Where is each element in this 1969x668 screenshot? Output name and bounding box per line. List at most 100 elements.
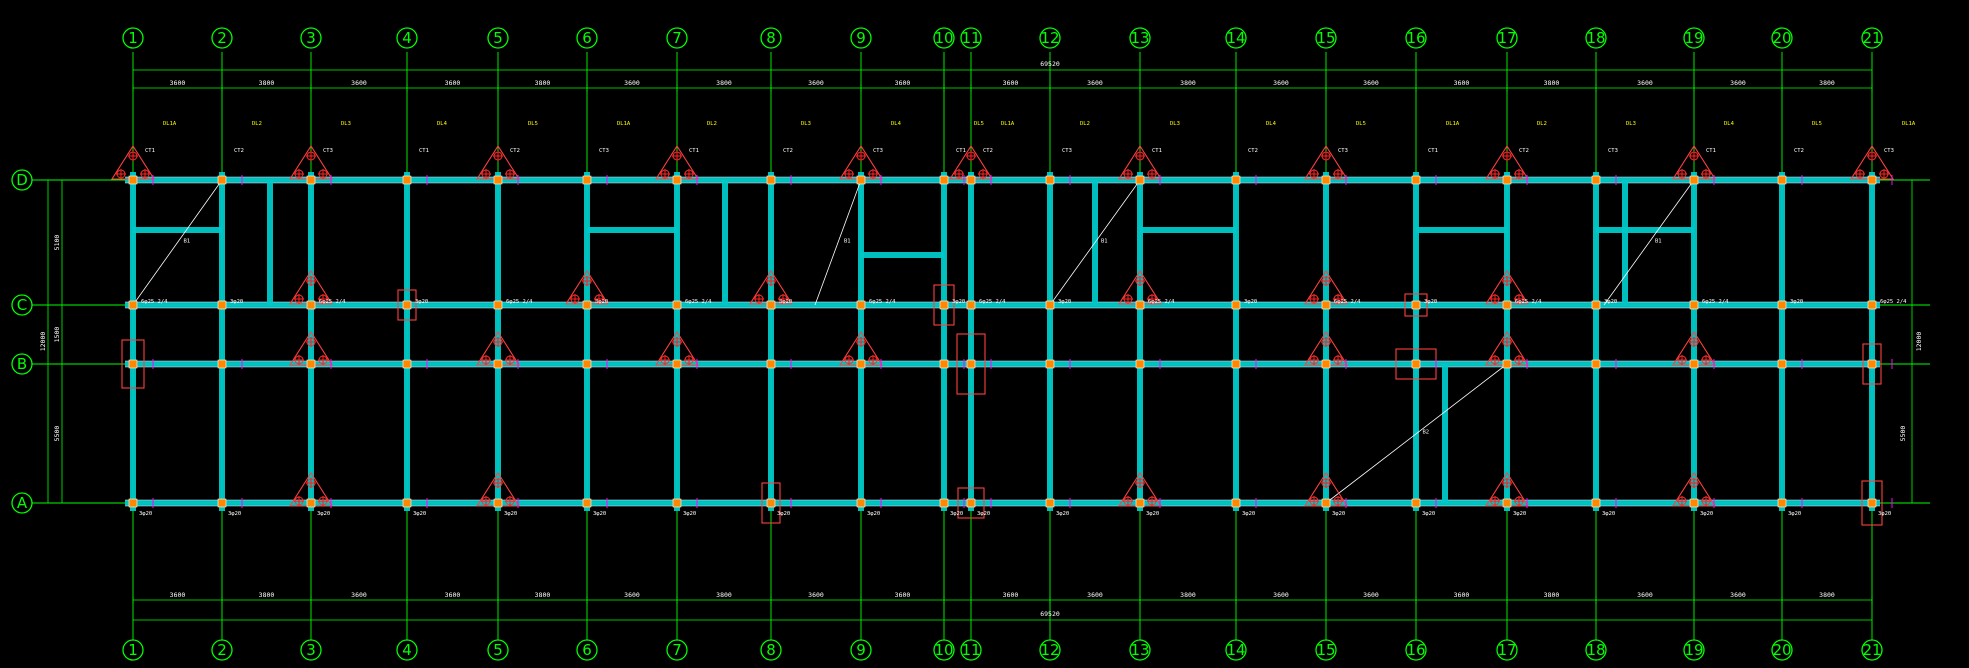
axis-label-19: 19 — [1684, 29, 1703, 47]
axis-bubble-15-top — [1315, 27, 1337, 49]
axis-bubble-18-top — [1585, 27, 1607, 49]
column-10D — [939, 175, 949, 185]
column-9C — [856, 300, 866, 310]
rebar-note: 3φ20 — [228, 511, 241, 517]
column-7D — [672, 175, 682, 185]
axis-label-11: 11 — [961, 641, 980, 659]
bottom-dim-value: 3800 — [1180, 591, 1196, 599]
top-dim-value: 3800 — [1544, 79, 1560, 87]
rebar-note: 3φ20 — [1424, 299, 1437, 305]
column-18C — [1591, 300, 1601, 310]
axis-label-2: 2 — [217, 29, 227, 47]
axis-label-6: 6 — [582, 641, 592, 659]
rebar-note: 3φ20 — [1244, 299, 1257, 305]
axis-bubble-9-top — [850, 27, 872, 49]
top-dim-value: 3800 — [716, 79, 732, 87]
bottom-dim-value: 3600 — [1637, 591, 1653, 599]
cap-label: CT3 — [1884, 148, 1894, 154]
column-8B — [766, 359, 776, 369]
span-diagonal — [814, 179, 862, 306]
column-2B — [217, 359, 227, 369]
bottom-dim-value: 3800 — [259, 591, 275, 599]
cap-label: CT1 — [1152, 148, 1162, 154]
left-dim-value: 5100 — [53, 235, 61, 251]
beam-note: DL5 — [528, 121, 538, 127]
column-4C — [402, 300, 412, 310]
column-13D — [1135, 175, 1145, 185]
column-10B — [939, 359, 949, 369]
column-11B — [966, 359, 976, 369]
bottom-dim-value: 3800 — [535, 591, 551, 599]
axis-bubble-B — [11, 353, 33, 375]
axis-bubble-12-top — [1039, 27, 1061, 49]
column-9D — [856, 175, 866, 185]
axis-bubble-16-top — [1405, 27, 1427, 49]
column-13B — [1135, 359, 1145, 369]
column-10A — [939, 498, 949, 508]
beam-note: DL5 — [1356, 121, 1366, 127]
axis-label-12: 12 — [1040, 641, 1059, 659]
axis-label-B: B — [17, 355, 27, 373]
axis-bubble-12-bottom — [1039, 639, 1061, 661]
column-3D — [306, 175, 316, 185]
axis-bubble-D — [11, 169, 33, 191]
column-16C — [1411, 300, 1421, 310]
axis-label-19: 19 — [1684, 641, 1703, 659]
axis-label-9: 9 — [856, 641, 866, 659]
column-17A — [1502, 498, 1512, 508]
axis-bubble-2-top — [211, 27, 233, 49]
axis-label-1: 1 — [128, 641, 138, 659]
cap-label: CT3 — [1062, 148, 1072, 154]
rebar-note: 3φ20 — [1422, 511, 1435, 517]
cap-label: CT1 — [145, 148, 155, 154]
beam-note: DL2 — [1537, 121, 1547, 127]
top-dim-value: 3600 — [624, 79, 640, 87]
beam-note: DL3 — [1626, 121, 1636, 127]
axis-bubble-17-top — [1496, 27, 1518, 49]
axis-label-18: 18 — [1586, 641, 1605, 659]
axis-label-10: 10 — [934, 29, 953, 47]
axis-label-11: 11 — [961, 29, 980, 47]
column-5B — [493, 359, 503, 369]
column-2D — [217, 175, 227, 185]
axis-bubble-6-bottom — [576, 639, 598, 661]
beam-note: DL2 — [707, 121, 717, 127]
rebar-note: 6φ25 2/4 — [319, 299, 346, 305]
top-dim-value: 3600 — [170, 79, 186, 87]
axis-label-A: A — [17, 494, 28, 512]
axis-bubble-20-bottom — [1771, 639, 1793, 661]
column-17B — [1502, 359, 1512, 369]
axis-label-1: 1 — [128, 29, 138, 47]
beam-note: DL3 — [341, 121, 351, 127]
pile-cap-rect — [1861, 480, 1883, 526]
column-3B — [306, 359, 316, 369]
column-18B — [1591, 359, 1601, 369]
beam-note: DL4 — [891, 121, 902, 127]
bottom-dim-value: 3600 — [170, 591, 186, 599]
rebar-note: 3φ20 — [317, 511, 330, 517]
column-17D — [1502, 175, 1512, 185]
span-diagonal — [1049, 179, 1141, 306]
axis-label-14: 14 — [1226, 29, 1245, 47]
top-dim-value: 3600 — [1363, 79, 1379, 87]
axis-bubble-6-top — [576, 27, 598, 49]
beam-note: DL5 — [974, 121, 984, 127]
span-label: B2 — [1423, 430, 1430, 436]
axis-bubble-7-bottom — [666, 639, 688, 661]
axis-label-D: D — [16, 171, 28, 189]
column-15C — [1321, 300, 1331, 310]
column-11D — [966, 175, 976, 185]
cap-label: CT1 — [419, 148, 429, 154]
axis-bubble-7-top — [666, 27, 688, 49]
column-16D — [1411, 175, 1421, 185]
cap-label: CT2 — [983, 148, 993, 154]
cap-label: CT3 — [1338, 148, 1348, 154]
bottom-dim-value: 3600 — [895, 591, 911, 599]
rebar-note: 3φ20 — [504, 511, 517, 517]
rebar-note: 3φ20 — [1058, 299, 1071, 305]
axis-bubble-11-top — [960, 27, 982, 49]
axis-label-13: 13 — [1130, 29, 1149, 47]
bottom-dim-value: 3600 — [1730, 591, 1746, 599]
rebar-note: 3φ20 — [1700, 511, 1713, 517]
rebar-note: 6φ25 2/4 — [685, 299, 712, 305]
